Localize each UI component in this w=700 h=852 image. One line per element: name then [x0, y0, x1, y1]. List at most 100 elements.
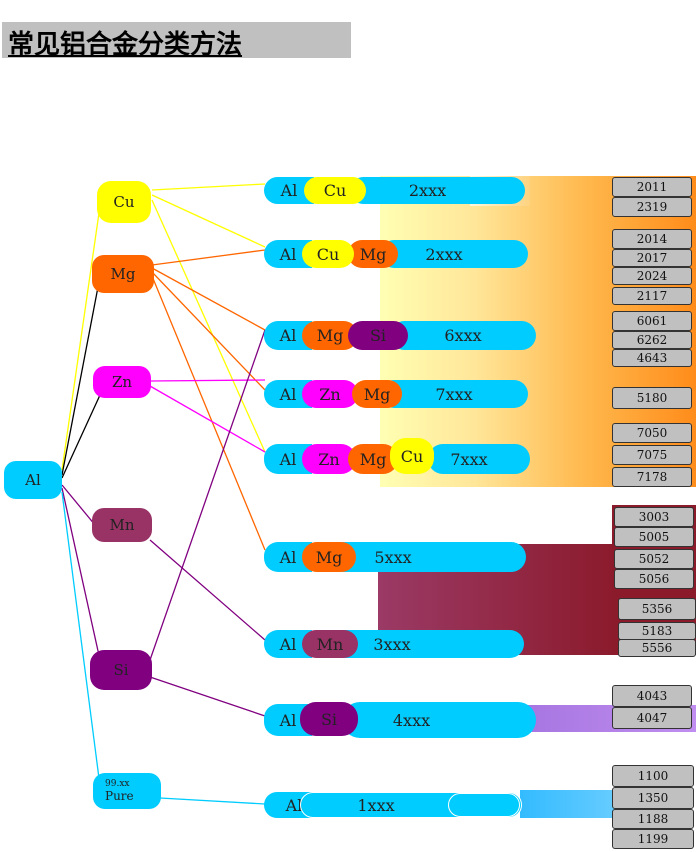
code-1188: 1188	[612, 809, 694, 829]
row3-series-label: 6xxx	[444, 326, 482, 345]
row4-al-label: Al	[279, 384, 297, 404]
row5-mg: Mg	[348, 444, 398, 474]
row2-al-label: Al	[279, 244, 297, 264]
code-5052: 5052	[614, 549, 694, 569]
pure-top-label: 99.xx	[105, 779, 130, 789]
code-5556: 5556	[618, 639, 696, 657]
row5-cu-label: Cu	[400, 446, 424, 466]
code-5056: 5056	[614, 569, 694, 589]
code-label: 5556	[641, 641, 673, 655]
row9-inner-ellipse	[448, 793, 520, 817]
row8-si-label: Si	[320, 709, 338, 729]
row9-series-label: 1xxx	[357, 795, 395, 815]
row6-mg-label: Mg	[315, 547, 343, 567]
code-label: 5183	[641, 624, 673, 638]
code-2014: 2014	[612, 229, 692, 249]
row4-mg-label: Mg	[363, 384, 391, 404]
row7-mn-label: Mn	[316, 634, 344, 654]
row4-series-label: 7xxx	[435, 384, 473, 404]
code-1100: 1100	[612, 765, 694, 787]
row6-series-label: 5xxx	[374, 547, 412, 567]
code-3003: 3003	[614, 507, 694, 527]
code-label: 2011	[636, 180, 668, 194]
row8-si: Si	[300, 702, 358, 736]
code-1199: 1199	[612, 829, 694, 849]
element-zn-node: Zn	[93, 366, 151, 398]
element-si-node: Si	[90, 650, 152, 690]
code-6262: 6262	[612, 331, 692, 349]
row6-series-pill: 5xxx	[330, 542, 526, 572]
code-label: 5180	[636, 391, 668, 405]
row1-cu: Cu	[304, 177, 366, 204]
row4-zn: Zn	[302, 380, 358, 408]
row1-cu-label: Cu	[323, 181, 347, 200]
code-5183: 5183	[618, 622, 696, 640]
row7-series-pill: 3xxx	[330, 630, 524, 658]
row5-cu: Cu	[390, 438, 434, 474]
band-blue	[520, 790, 615, 818]
code-7050: 7050	[612, 423, 692, 443]
element-cu-label: Cu	[113, 193, 135, 211]
element-mn-node: Mn	[92, 508, 152, 542]
row1-series-label: 2xxx	[408, 181, 447, 200]
code-label: 1100	[637, 769, 669, 783]
row5-series-label: 7xxx	[450, 449, 488, 469]
code-label: 4047	[636, 711, 668, 725]
code-label: 1350	[637, 791, 669, 805]
row7-series-label: 3xxx	[373, 634, 411, 654]
row8-series-pill: 4xxx	[342, 702, 536, 738]
row4-zn-label: Zn	[319, 384, 341, 404]
row8-al-label: Al	[279, 710, 297, 730]
code-4047: 4047	[612, 707, 692, 729]
row4-series-pill: 7xxx	[380, 380, 528, 408]
code-5005: 5005	[614, 527, 694, 547]
row5-zn: Zn	[302, 444, 356, 474]
code-label: 2014	[636, 232, 668, 246]
row2-cu: Cu	[302, 240, 354, 268]
code-label: 1188	[637, 812, 669, 826]
code-label: 7178	[636, 470, 668, 484]
element-si-label: Si	[113, 661, 129, 679]
code-label: 6262	[636, 333, 668, 347]
root-al-label: Al	[25, 471, 41, 489]
element-mn-label: Mn	[109, 516, 135, 534]
row1-series-pill: 2xxx	[350, 177, 525, 204]
code-label: 5056	[638, 572, 670, 586]
code-5356: 5356	[618, 598, 696, 620]
code-label: 4043	[636, 689, 668, 703]
code-label: 2024	[636, 269, 668, 283]
row3-series-pill: 6xxx	[390, 321, 536, 350]
row3-mg: Mg	[302, 321, 358, 350]
code-2024: 2024	[612, 267, 692, 285]
code-5180: 5180	[612, 387, 692, 409]
row5-mg-label: Mg	[359, 449, 387, 469]
row7-al-label: Al	[279, 634, 297, 654]
element-cu-node: Cu	[97, 181, 151, 223]
row3-si-label: Si	[369, 326, 387, 345]
row2-mg-label: Mg	[359, 244, 387, 264]
element-mg-label: Mg	[110, 265, 136, 283]
row9-al-label: Al	[285, 795, 303, 815]
code-2017: 2017	[612, 249, 692, 267]
code-4643: 4643	[612, 349, 692, 367]
code-label: 3003	[638, 510, 670, 524]
code-2117: 2117	[612, 287, 692, 305]
code-label: 7075	[636, 448, 668, 462]
row2-cu-label: Cu	[316, 244, 340, 264]
row4-mg: Mg	[352, 380, 402, 408]
code-7178: 7178	[612, 467, 692, 487]
pure-bottom-label: Pure	[105, 789, 134, 803]
row5-series-pill: 7xxx	[428, 444, 530, 474]
code-7075: 7075	[612, 445, 692, 465]
row7-mn: Mn	[302, 630, 358, 658]
code-label: 5356	[641, 602, 673, 616]
code-label: 5052	[638, 552, 670, 566]
row3-al-label: Al	[279, 326, 297, 345]
element-zn-label: Zn	[111, 373, 133, 391]
element-mg-node: Mg	[92, 255, 154, 293]
row3-mg-label: Mg	[316, 326, 344, 345]
row2-series-pill: 2xxx	[380, 240, 528, 268]
row6-al-label: Al	[279, 547, 297, 567]
row2-series-label: 2xxx	[425, 244, 463, 264]
